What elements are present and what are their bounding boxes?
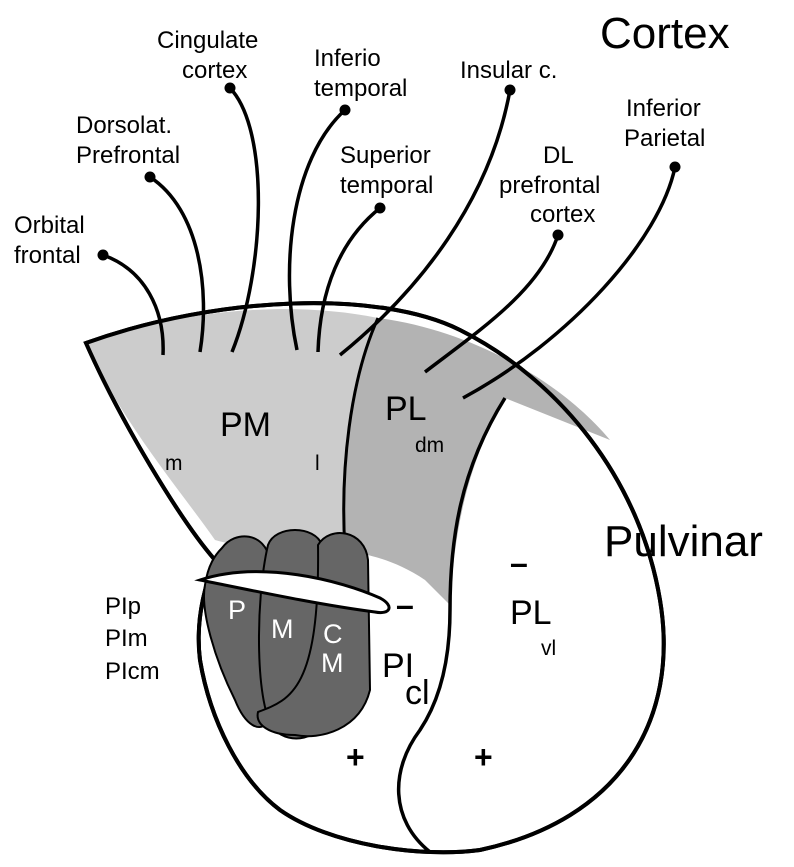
label-inferior-parietal-2: Parietal [624, 125, 705, 152]
inferior-list-pim: PIm [105, 625, 148, 652]
pm-label: PM [220, 406, 271, 444]
label-inferior-parietal-1: Inferior [626, 95, 701, 122]
pm-medial-label: m [165, 452, 183, 475]
pulvinar-heading: Pulvinar [604, 517, 763, 566]
pi-cl-plus: + [346, 739, 365, 775]
pl-dm-label: PL [385, 390, 427, 428]
label-dl-1: DL [543, 142, 574, 169]
label-insular: Insular c. [460, 57, 557, 84]
p-nucleus-label: P [228, 595, 246, 625]
fiber-dot-inferio-temporal [340, 105, 351, 116]
fiber-dot-insular [505, 85, 516, 96]
pi-cl-minus: – [396, 587, 414, 623]
fiber-dot-inferior-parietal [670, 162, 681, 173]
label-cingulate-2: cortex [182, 57, 247, 84]
label-cingulate-1: Cingulate [157, 27, 258, 54]
m-nucleus-label: M [271, 614, 294, 644]
pl-vl-minus: – [510, 545, 528, 581]
pl-dm-sub: dm [415, 434, 444, 457]
label-inferio-1: Inferio [314, 45, 381, 72]
pl-vl-label: PL [510, 594, 552, 632]
fiber-dot-orbital-frontal [98, 250, 109, 261]
label-dorsolat-1: Dorsolat. [76, 112, 172, 139]
fiber-dot-superior-temporal [375, 203, 386, 214]
label-inferio-2: temporal [314, 75, 407, 102]
label-superior-1: Superior [340, 142, 431, 169]
pm-lateral-label: l [315, 452, 320, 475]
cortex-heading: Cortex [600, 9, 730, 58]
inferior-list-picm: PIcm [105, 658, 160, 685]
pl-vl-plus: + [474, 739, 493, 775]
cm-nucleus-label-c: C [323, 619, 343, 649]
inferior-list-pip: PIp [105, 593, 141, 620]
label-dl-3: cortex [530, 201, 595, 228]
fiber-dot-dorsolat-prefrontal [145, 172, 156, 183]
pl-vl-sub: vl [541, 637, 556, 660]
label-dl-2: prefrontal [499, 172, 600, 199]
fiber-dot-cingulate [225, 83, 236, 94]
label-dorsolat-2: Prefrontal [76, 142, 180, 169]
label-orbital-frontal-2: frontal [14, 242, 81, 269]
label-superior-2: temporal [340, 172, 433, 199]
fiber-dot-dl-prefrontal [553, 230, 564, 241]
cm-nucleus-label-m: M [321, 648, 344, 678]
label-orbital-frontal-1: Orbital [14, 212, 85, 239]
pi-cl-sub: cl [405, 674, 430, 712]
